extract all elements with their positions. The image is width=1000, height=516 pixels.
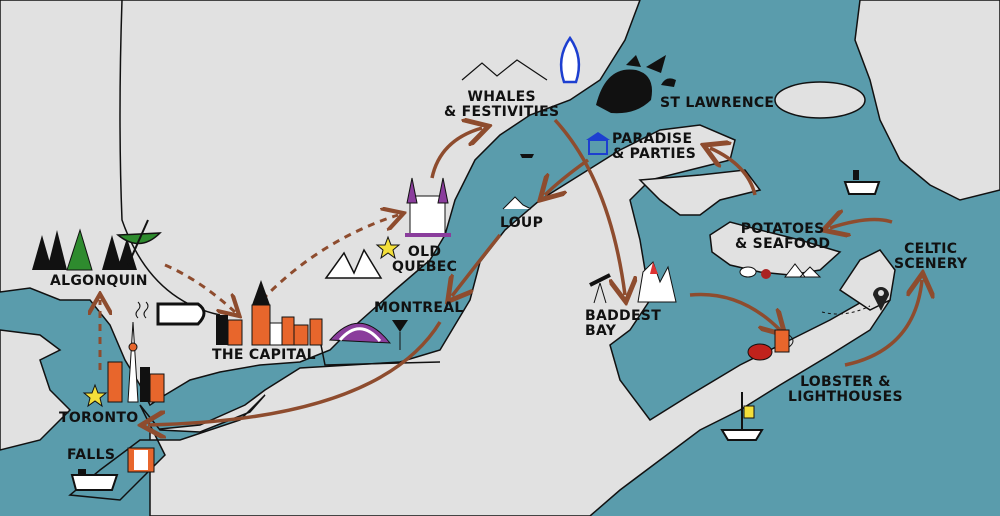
land-lake-peninsula bbox=[0, 329, 72, 451]
ferry-icon bbox=[70, 469, 119, 491]
label-loup[interactable]: LOUP bbox=[500, 215, 544, 231]
mountains-icon bbox=[461, 59, 548, 81]
boat-icon bbox=[520, 154, 534, 158]
route-arrow-baddest-bay-to-lobster bbox=[689, 292, 780, 330]
label-montreal[interactable]: MONTREAL bbox=[374, 300, 464, 316]
telescope-icon bbox=[589, 273, 611, 304]
label-baddest-bay[interactable]: BADDEST BAY bbox=[585, 308, 662, 339]
route-arrows bbox=[100, 120, 922, 425]
rowboat-icon bbox=[135, 301, 206, 326]
route-arrow-potatoes-to-paradise bbox=[710, 148, 757, 196]
waterfall-icon bbox=[127, 447, 155, 473]
land-gaspe bbox=[638, 169, 762, 216]
beer-mug-icon bbox=[774, 329, 794, 353]
route-arrow-loup-to-montreal bbox=[452, 233, 502, 296]
label-potatoes-seafood[interactable]: POTATOES & SEAFOOD bbox=[735, 221, 831, 252]
rock-formation-icon bbox=[637, 261, 677, 303]
label-old-quebec[interactable]: OLD QUEBEC bbox=[392, 244, 458, 275]
land-newfoundland bbox=[854, 0, 1000, 201]
cathedral-icon bbox=[405, 177, 451, 237]
route-arrow-capital-to-old-quebec bbox=[260, 215, 398, 302]
label-lobster-lighthouses[interactable]: LOBSTER & LIGHTHOUSES bbox=[788, 374, 903, 405]
campfire-icon bbox=[559, 35, 581, 84]
label-st-lawrence[interactable]: ST LAWRENCE bbox=[660, 95, 775, 111]
land-pei bbox=[709, 221, 842, 276]
potato-lobster-icon bbox=[739, 263, 822, 279]
canoe-icon bbox=[116, 219, 162, 266]
lobster-icon bbox=[747, 343, 773, 361]
route-arrow-montreal-to-toronto bbox=[148, 321, 442, 425]
trail-path bbox=[821, 305, 871, 315]
whale-icon bbox=[596, 55, 676, 114]
label-toronto[interactable]: TORONTO bbox=[59, 410, 139, 426]
mountains-waterfall-icon bbox=[324, 248, 383, 279]
label-paradise-parties[interactable]: PARADISE & PARTIES bbox=[612, 131, 697, 162]
map-pin-icon bbox=[873, 287, 889, 311]
land-lake-bottom bbox=[68, 394, 266, 501]
route-arrow-whales-to-baddest-bay bbox=[553, 118, 625, 295]
stadium-icon bbox=[328, 322, 392, 344]
label-whales-festivities[interactable]: WHALES & FESTIVITIES bbox=[444, 89, 560, 120]
land-anticosti bbox=[774, 81, 866, 119]
pine-trees-icon bbox=[32, 228, 137, 271]
route-arrow-paradise-to-loup bbox=[545, 158, 590, 195]
label-the-capital[interactable]: THE CAPITAL bbox=[212, 347, 316, 363]
route-arrow-lobster-to-celtic bbox=[844, 280, 922, 367]
river-line bbox=[119, 0, 221, 316]
route-arrow-algonquin-to-capital bbox=[164, 263, 235, 312]
cn-tower-icon bbox=[107, 321, 165, 403]
route-arrow-celtic-to-potatoes bbox=[830, 220, 893, 228]
lighthouse-boat-icon bbox=[720, 392, 764, 441]
label-algonquin[interactable]: ALGONQUIN bbox=[50, 273, 148, 289]
label-falls[interactable]: FALLS bbox=[67, 447, 116, 463]
ship-icon bbox=[843, 170, 881, 195]
star-icon bbox=[82, 235, 401, 408]
cocktail-icon bbox=[392, 320, 408, 350]
route-arrow-old-quebec-to-whales bbox=[430, 128, 482, 179]
gazebo-icon bbox=[586, 132, 610, 155]
mountain-icon bbox=[502, 196, 532, 210]
label-celtic-scenery[interactable]: CELTIC SCENERY bbox=[894, 241, 968, 272]
capital-skyline-icon bbox=[216, 280, 323, 346]
